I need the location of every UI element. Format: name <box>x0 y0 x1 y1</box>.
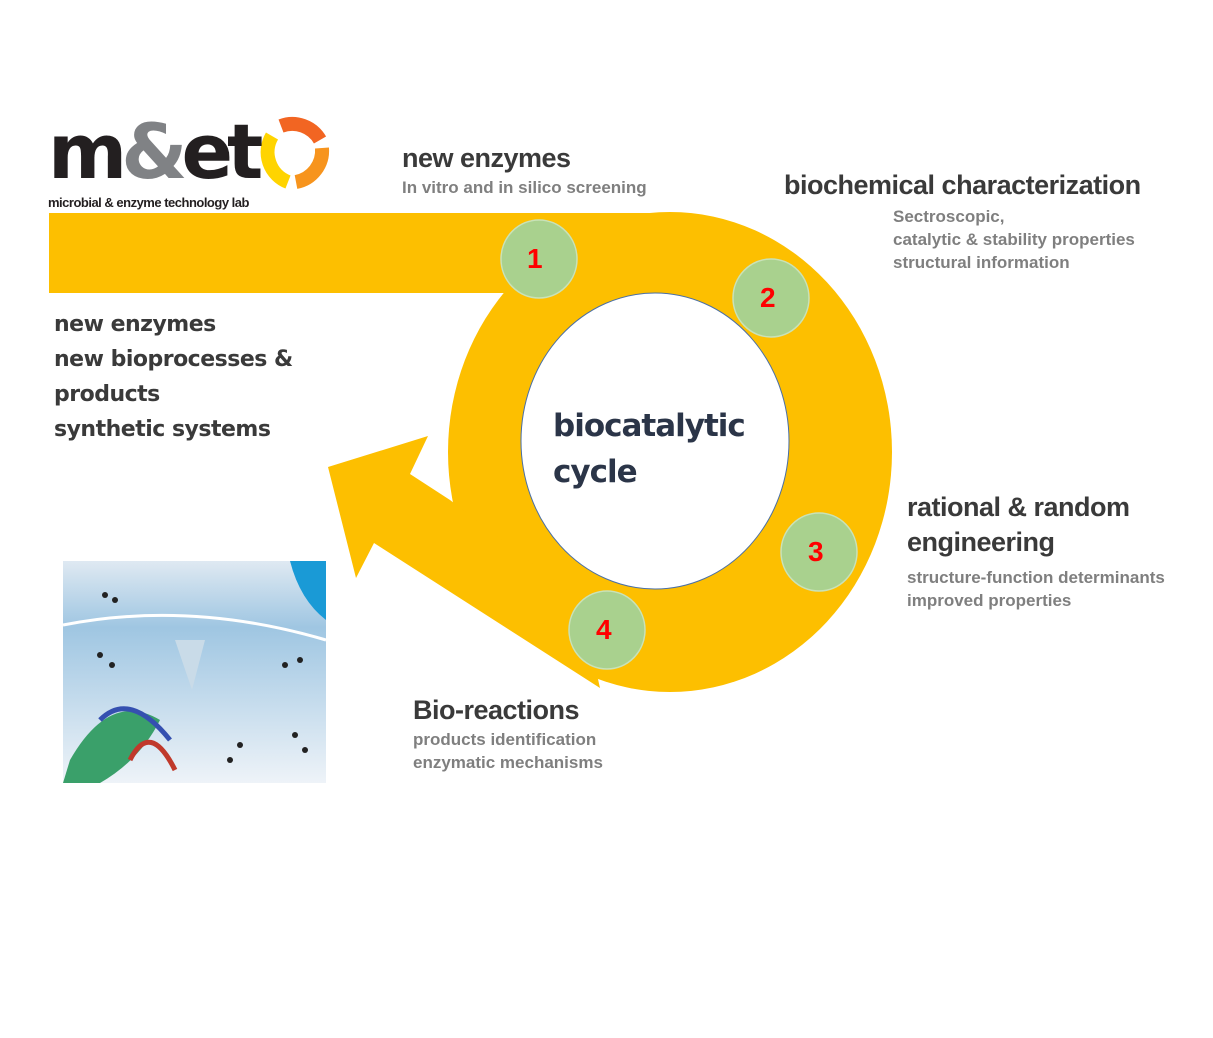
step-2-number: 2 <box>760 282 776 313</box>
step-detail: catalytic & stability properties <box>893 230 1135 249</box>
step-1-label: new enzymes In vitro and in silico scree… <box>402 143 647 199</box>
step-circles <box>500 219 858 670</box>
center-label-line: biocatalytic <box>553 408 746 444</box>
outputs-list: new enzymes new bioprocesses & products … <box>54 307 293 447</box>
logo-subtitle: microbial & enzyme technology lab <box>48 195 249 210</box>
logo-ring-icon <box>260 117 330 189</box>
step-2-label: biochemical characterization Sectroscopi… <box>784 170 1141 274</box>
step-detail: Sectroscopic, <box>893 207 1005 226</box>
output-item: new bioprocesses & <box>54 347 293 372</box>
center-label: biocatalytic cycle <box>553 403 746 495</box>
step-title: biochemical characterization <box>784 170 1141 200</box>
step-detail: products identification <box>413 730 597 749</box>
cycle-center <box>520 292 790 590</box>
input-band <box>49 213 689 293</box>
step-4-label: Bio-reactions products identification en… <box>413 695 603 774</box>
output-item: synthetic systems <box>54 417 271 442</box>
step-2-circle <box>732 258 810 338</box>
step-detail: structure-function determinants <box>907 568 1165 587</box>
step-detail: In vitro and in silico screening <box>402 178 647 197</box>
step-detail: structural information <box>893 253 1070 272</box>
step-1-circle <box>500 219 578 299</box>
step-title: rational & random engineering <box>907 492 1130 557</box>
step-1-number: 1 <box>527 243 543 274</box>
step-3-circle <box>780 512 858 592</box>
step-title: new enzymes <box>402 143 571 173</box>
step-3-number: 3 <box>808 536 824 567</box>
step-detail: enzymatic mechanisms <box>413 753 603 772</box>
center-label-line: cycle <box>553 454 638 490</box>
output-item: products <box>54 382 160 407</box>
output-arrow <box>328 436 600 688</box>
step-detail: improved properties <box>907 591 1072 610</box>
step-4-circle <box>568 590 646 670</box>
logo-wordmark: m&et <box>48 107 263 196</box>
step-title: Bio-reactions <box>413 695 580 725</box>
lab-image <box>62 561 327 783</box>
step-4-number: 4 <box>596 614 612 645</box>
step-3-label: rational & random engineering structure-… <box>907 490 1187 612</box>
output-item: new enzymes <box>54 312 216 337</box>
